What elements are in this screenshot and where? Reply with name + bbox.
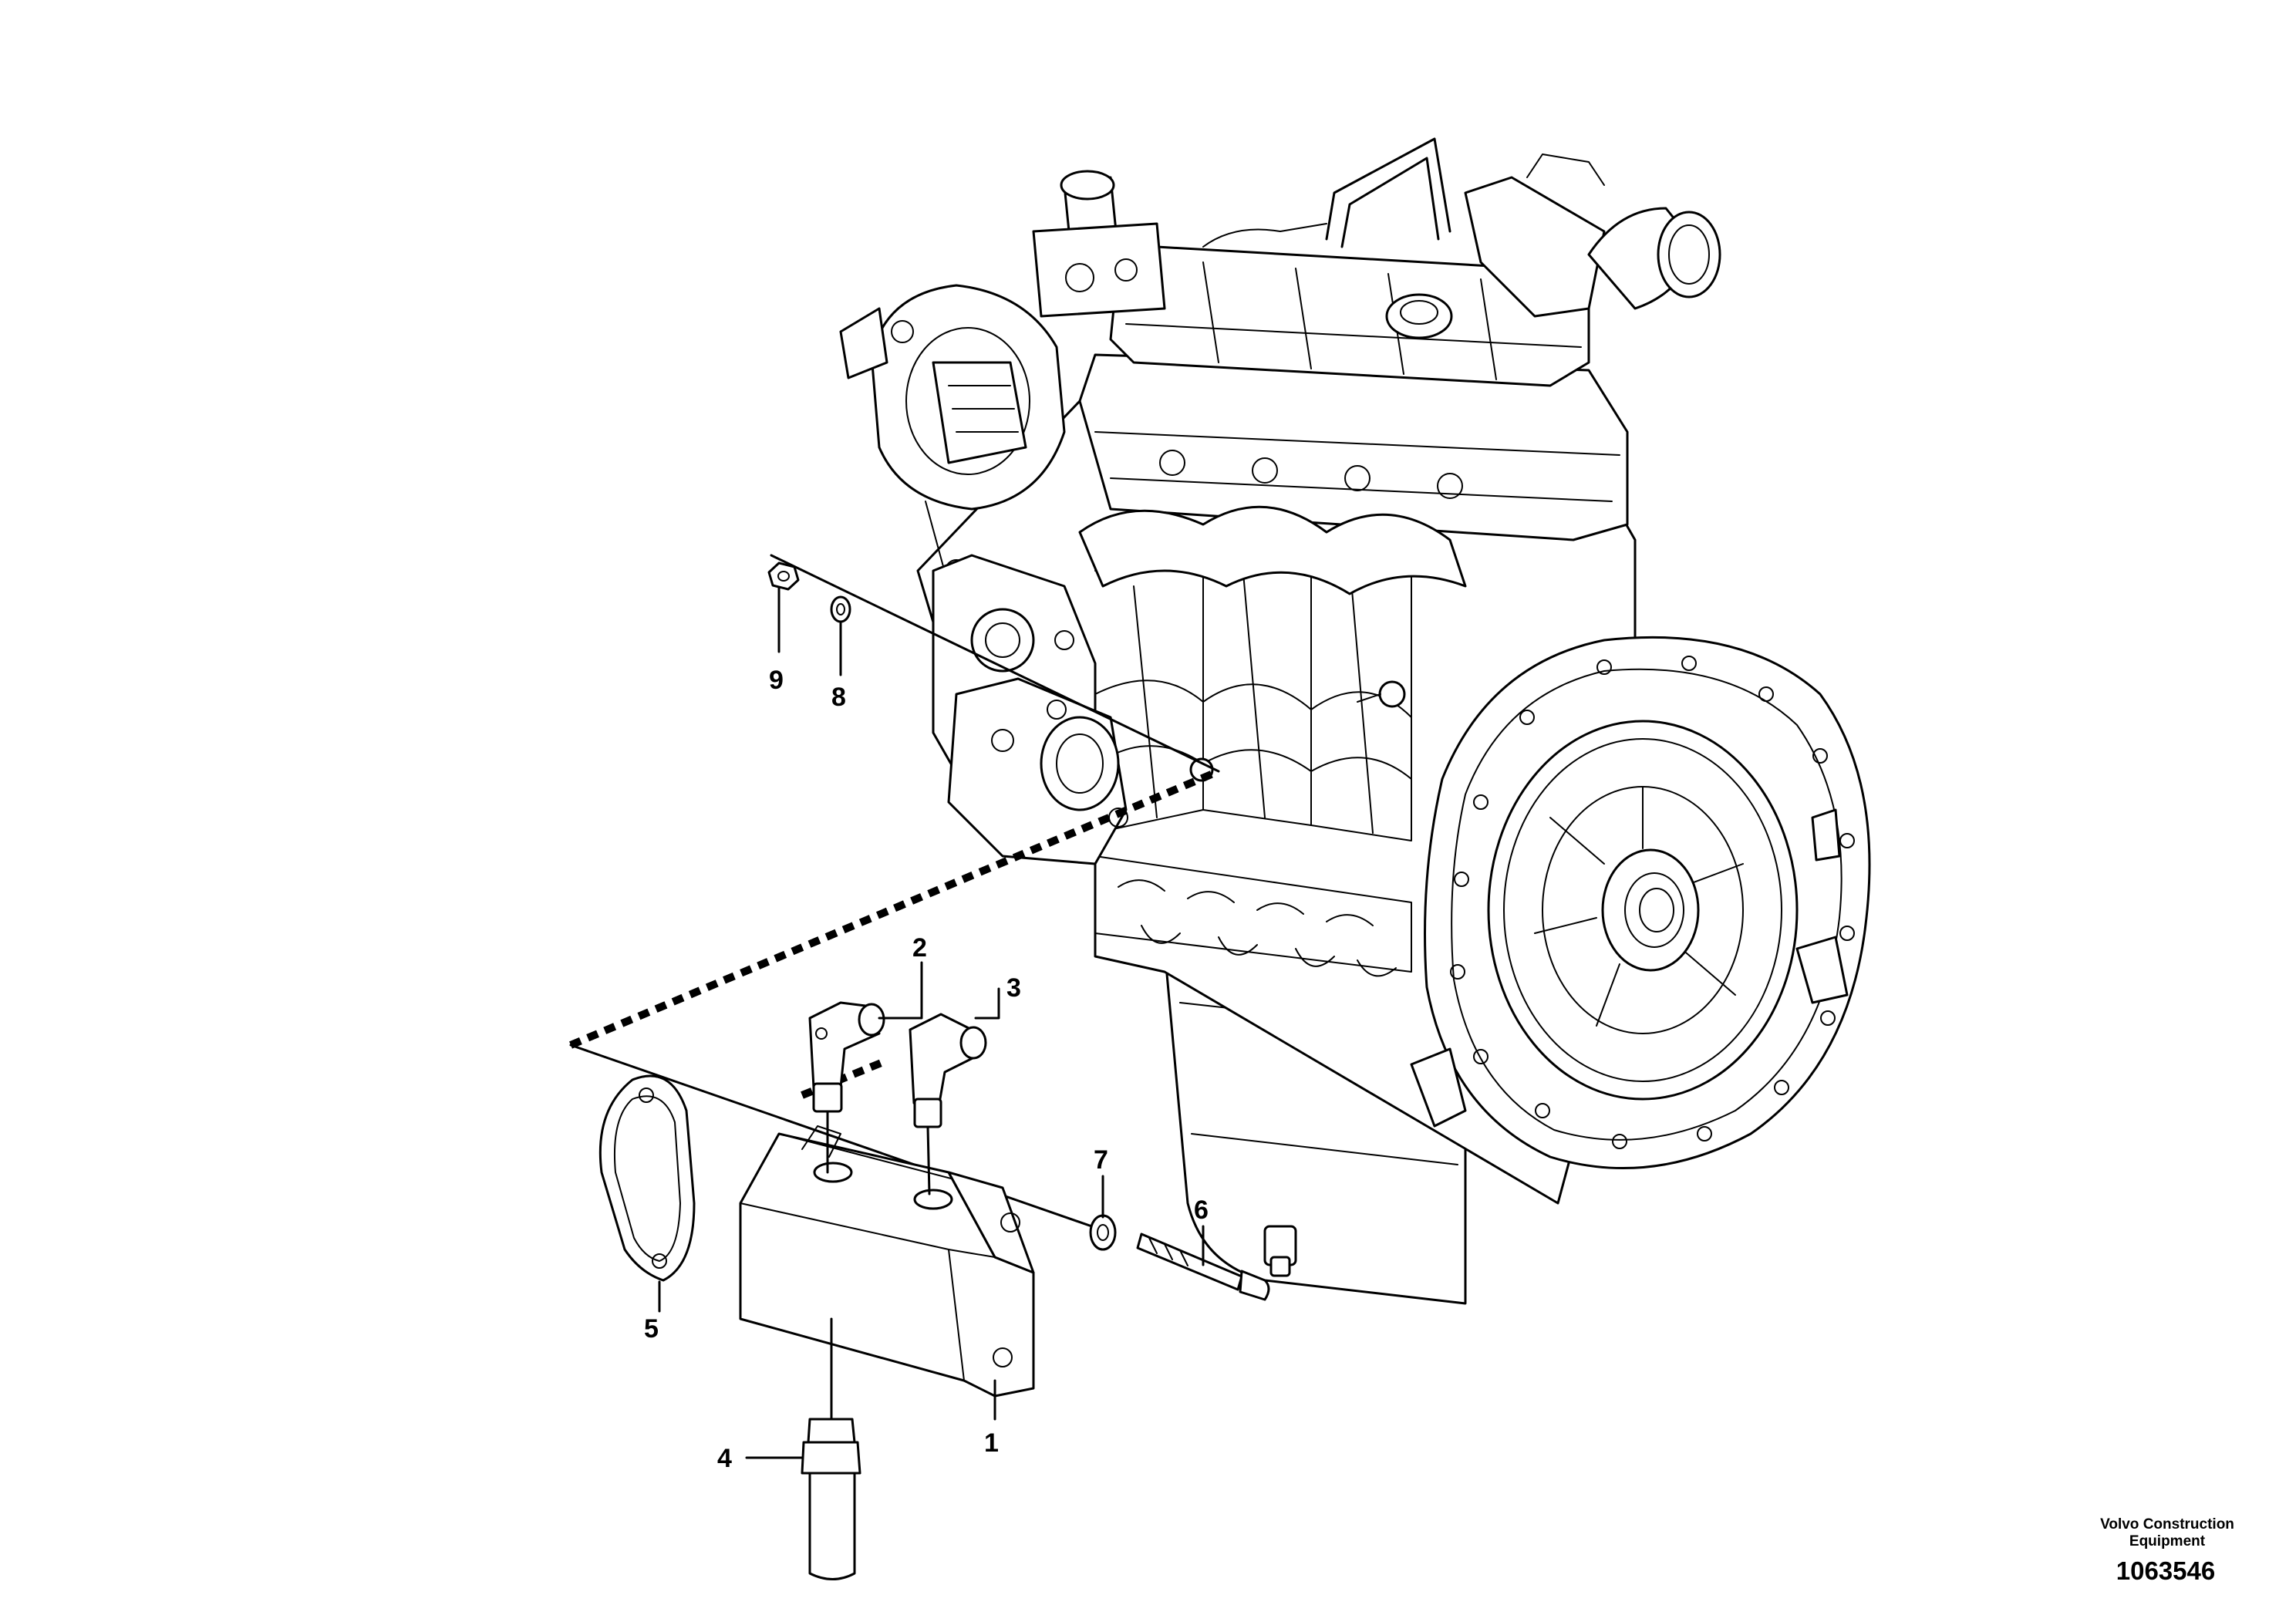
- nut-part-9: [767, 561, 800, 591]
- bolt-part-6: [1136, 1233, 1270, 1301]
- callout-7: 7: [1094, 1145, 1108, 1175]
- washer-part-7: [1089, 1214, 1117, 1251]
- assembly-line-pump: [569, 1044, 1104, 1232]
- callout-9: 9: [769, 666, 784, 695]
- gasket-part-5: [598, 1074, 696, 1282]
- callout-2: 2: [912, 933, 927, 963]
- engine-assembly: [839, 137, 1871, 1305]
- washer-part-8: [830, 595, 851, 623]
- hydraulic-pump-part-1: [739, 1125, 1035, 1398]
- assembly-line-stud: [770, 554, 1220, 773]
- callout-4: 4: [717, 1444, 732, 1473]
- callout-3: 3: [1006, 973, 1021, 1003]
- leader-lines: [658, 586, 1205, 1459]
- callout-8: 8: [831, 683, 846, 712]
- company-name-line2: Equipment: [2129, 1533, 2206, 1549]
- union-fitting-part-4: [801, 1317, 861, 1580]
- drawing-number: 1063546: [2116, 1556, 2215, 1585]
- company-name-line1: Volvo Construction: [2100, 1516, 2234, 1533]
- assembly-path-lower: [801, 1057, 888, 1099]
- elbow-fitting-part-3: [909, 1013, 987, 1195]
- callout-6: 6: [1194, 1195, 1209, 1225]
- callout-5: 5: [644, 1314, 659, 1344]
- callout-1: 1: [984, 1428, 999, 1458]
- elbow-fitting-part-2: [808, 1001, 885, 1174]
- assembly-path-upper: [569, 767, 1220, 1049]
